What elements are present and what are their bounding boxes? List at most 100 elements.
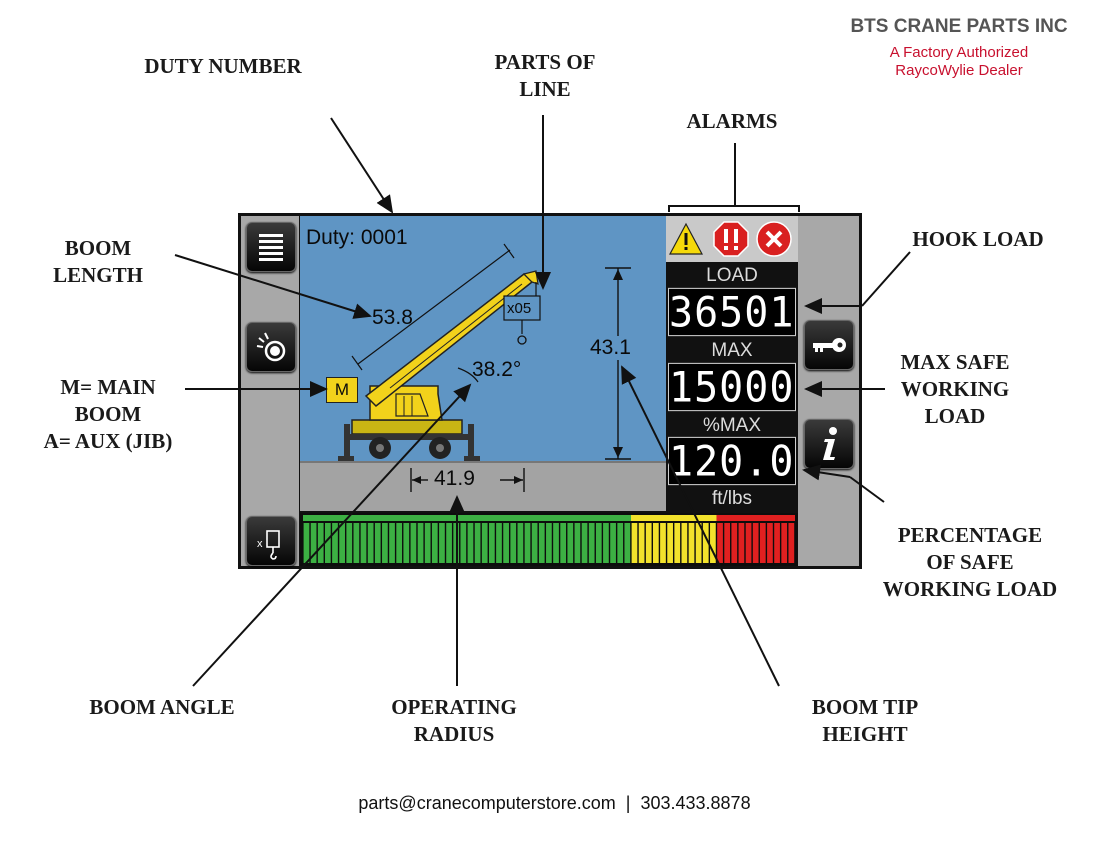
load-bar-segment [460, 523, 467, 563]
callout-operating-radius-l1: OPERATING [391, 695, 517, 719]
load-bar-segment [617, 523, 624, 563]
brand-tagline-line1: A Factory Authorized [889, 44, 1029, 61]
light-icon [256, 332, 286, 362]
right-button-column [798, 216, 859, 566]
brand-tagline-line2: RaycoWylie Dealer [895, 62, 1023, 79]
load-bar-segment [574, 523, 581, 563]
max-title: MAX [666, 339, 798, 363]
callout-pct-swl-l2: OF SAFE [926, 550, 1014, 574]
load-bar-segment [324, 523, 331, 563]
callout-parts-of-line: PARTS OF LINE [460, 49, 630, 103]
tip-height-dimension [605, 267, 631, 460]
duty-label: Duty: [306, 226, 356, 249]
load-bar-segment [774, 523, 780, 563]
load-bar-segment [453, 523, 460, 563]
load-bar-segment [660, 523, 666, 563]
max-load-readout: 15000 [668, 362, 796, 413]
parts-of-line-value: x05 [507, 300, 532, 317]
load-bar-zone [303, 515, 631, 521]
load-bar-segment [524, 523, 531, 563]
load-bar-segment [360, 523, 367, 563]
load-bar-segment [702, 523, 709, 563]
load-bar-segment [588, 523, 595, 563]
callout-main-boom-l3: A= AUX (JIB) [43, 429, 173, 453]
load-bar-zone [631, 515, 717, 521]
light-button[interactable] [246, 322, 296, 372]
tip-height-value: 43.1 [590, 336, 631, 360]
boom-angle-arc [457, 367, 479, 383]
callout-parts-of-line-l1: PARTS OF [494, 50, 596, 74]
key-icon [813, 338, 846, 352]
info-icon [823, 427, 837, 460]
percent-max-title: %MAX [666, 414, 798, 438]
hook-load-readout: 36501 [668, 287, 796, 338]
units-label: ft/lbs [666, 487, 798, 511]
load-bar-graph [300, 513, 798, 566]
load-bar-zone [716, 515, 795, 521]
hook-multiplier-button[interactable]: x [246, 516, 296, 566]
radius-value: 41.9 [434, 467, 475, 490]
load-bar-segment [638, 523, 645, 563]
load-bar-segment [652, 523, 659, 563]
footer-email: parts@cranecomputerstore.com [358, 793, 616, 813]
load-bar-segment [624, 523, 631, 563]
brand-name: BTS CRANE PARTS INC [850, 16, 1068, 37]
footer-contact: parts@cranecomputerstore.com | 303.433.887… [0, 793, 1109, 814]
percent-max-readout: 120.0 [668, 436, 796, 487]
boom-length-dimension [351, 243, 515, 371]
boom-mode-indicator: M [326, 377, 358, 403]
menu-icon [259, 234, 283, 261]
load-bar-segment [474, 523, 481, 563]
warning-triangle-icon [669, 222, 703, 255]
duty-number: Duty: 0001 [306, 226, 408, 250]
load-bar-segment [374, 523, 381, 563]
load-bar-segment [353, 523, 360, 563]
hook-block [503, 282, 541, 345]
double-exclamation-alarm-icon [713, 221, 749, 257]
load-bar-segment [310, 523, 317, 563]
callout-boom-angle: BOOM ANGLE [89, 695, 235, 719]
callout-operating-radius: OPERATING RADIUS [368, 694, 540, 748]
load-bar-segment [317, 523, 324, 563]
callout-percentage-swl: PERCENTAGE OF SAFE WORKING LOAD [870, 522, 1070, 603]
load-bar-segment [553, 523, 559, 563]
load-bar-segment [674, 523, 681, 563]
callout-boom-tip-height-l2: HEIGHT [822, 722, 908, 746]
load-bar-segment [488, 523, 495, 563]
load-bar-segment [595, 523, 602, 563]
load-bar-segment [717, 523, 723, 563]
footer-phone: 303.433.8878 [640, 793, 751, 813]
load-bar-segment [496, 523, 502, 563]
load-bar-segment [581, 523, 588, 563]
load-bar-segment [731, 523, 738, 563]
load-bar-segment [645, 523, 652, 563]
load-bar-segment [303, 523, 310, 563]
load-bar-segment [695, 523, 702, 563]
load-bar-segment [389, 523, 395, 563]
load-bar-segment [431, 523, 438, 563]
load-bar-segment [546, 523, 552, 563]
menu-button[interactable] [246, 222, 296, 272]
load-bar-segment [631, 523, 638, 563]
load-bar-segment [738, 523, 745, 563]
load-bar-segment [396, 523, 403, 563]
load-bar-segment [367, 523, 374, 563]
load-bar-segment [410, 523, 417, 563]
callout-boom-length-l1: BOOM [64, 236, 132, 260]
info-button[interactable] [804, 419, 854, 469]
load-bar-segment [517, 523, 524, 563]
load-panel: LOAD 36501 MAX 15000 %MAX 120.0 ft/lbs [666, 216, 798, 511]
load-bar-segment [759, 523, 766, 563]
callout-max-swl-l2: WORKING [900, 377, 1010, 401]
load-bar-segment [560, 523, 567, 563]
footer-separator: | [625, 793, 631, 813]
load-bar-segment [417, 523, 424, 563]
hook-multiplier-icon: x [257, 530, 280, 560]
load-bar-segment [439, 523, 445, 563]
load-bar-segment [724, 523, 731, 563]
load-bar-segment [781, 523, 788, 563]
key-button[interactable] [804, 320, 854, 370]
crane-graphic-screen: Duty: 0001 53.8 x05 38.2° 43.1 41.9 M [300, 216, 666, 511]
callout-main-boom: M= MAIN BOOM A= AUX (JIB) [20, 374, 196, 455]
load-bar-segment [603, 523, 609, 563]
